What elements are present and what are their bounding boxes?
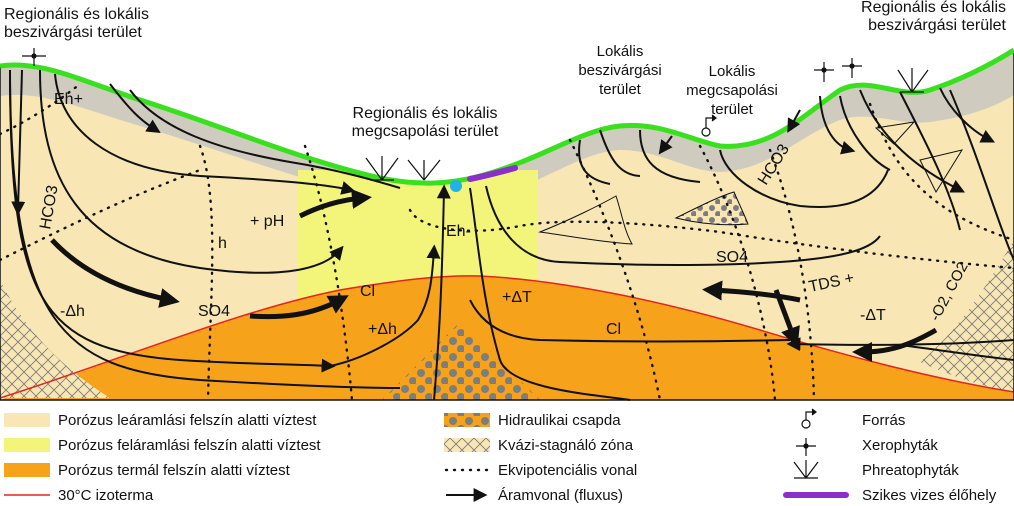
plus-dh-label: +Δh [368,321,397,338]
legend-flow: Áramvonal (fluxus) [498,487,623,504]
xerophyte-icons [22,48,862,82]
legend-swatch-stagnant [444,438,490,452]
h-label: h [218,235,227,252]
title-right: Regionális és lokális beszivárgási terül… [861,0,1007,34]
legend-phreatophyte-icon [793,460,819,479]
legend-wetland: Szikes vizes élőhely [862,487,997,504]
local-discharge-label: Lokális megcsapolási terület [686,63,778,118]
legend-stagnant: Kvázi-stagnáló zóna [498,437,634,454]
title-left-line2: beszivárgási terület [4,24,142,41]
ground-body [0,47,1014,401]
eh-top-label: Eh+ [54,91,83,108]
local-recharge-line2: beszivárgási [578,62,661,79]
title-center: Regionális és lokális megcsapolási terül… [352,105,499,140]
minus-dh-label: -Δh [60,303,85,320]
title-left-line1: Regionális és lokális [4,6,149,23]
legend-isotherm: 30°C izoterma [58,487,154,504]
legend: Porózus leáramlási felszín alatti víztes… [4,408,997,504]
legend-swatch-trap [444,413,490,427]
legend-spring: Forrás [862,412,905,429]
legend-upflow: Porózus feláramlási felszín alatti vízte… [58,437,321,454]
title-right-line1: Regionális és lokális [861,0,1006,16]
phreatophyte-icons [365,68,929,181]
spring-icon [701,114,717,137]
minus-dt-label: -ΔT [860,307,886,324]
legend-trap: Hidraulikai csapda [498,412,621,429]
legend-swatch-upflow [4,438,50,452]
legend-swatch-downflow [4,413,50,427]
title-right-line2: beszivárgási terület [868,17,1006,34]
so4-mid-label: SO4 [198,303,230,320]
plus-dt-label: +ΔT [502,289,532,306]
cl-mid-label: Cl [360,283,375,300]
local-recharge-line3: terület [599,81,642,98]
big-flux-arrows [50,188,938,362]
local-discharge-line2: megcsapolási [686,82,778,99]
legend-swatch-thermal [4,463,50,477]
local-recharge-line1: Lokális [597,43,644,60]
cl-right-label: Cl [606,321,621,338]
plus-ph-label: + pH [250,213,284,230]
title-center-line1: Regionális és lokális [353,105,498,122]
legend-spring-icon [801,408,817,429]
legend-thermal: Porózus termál felszín alatti víztest [58,462,291,479]
title-center-line2: megcsapolási terület [352,123,499,140]
legend-xerophyte: Xerophyták [862,437,938,454]
legend-downflow: Porózus leáramlási felszín alatti víztes… [58,412,317,429]
legend-xerophyte-icon [796,438,816,456]
so4-right-label: SO4 [716,249,748,266]
local-discharge-line3: terület [711,101,754,118]
title-left: Regionális és lokális beszivárgási terül… [4,6,149,41]
eh-center-label: Eh- [446,223,471,240]
local-discharge-line1: Lokális [709,63,756,80]
local-recharge-label: Lokális beszivárgási terület [578,43,661,98]
legend-equipotential: Ekvipotenciális vonal [498,462,637,479]
legend-phreatophyte: Phreatophyták [862,462,959,479]
